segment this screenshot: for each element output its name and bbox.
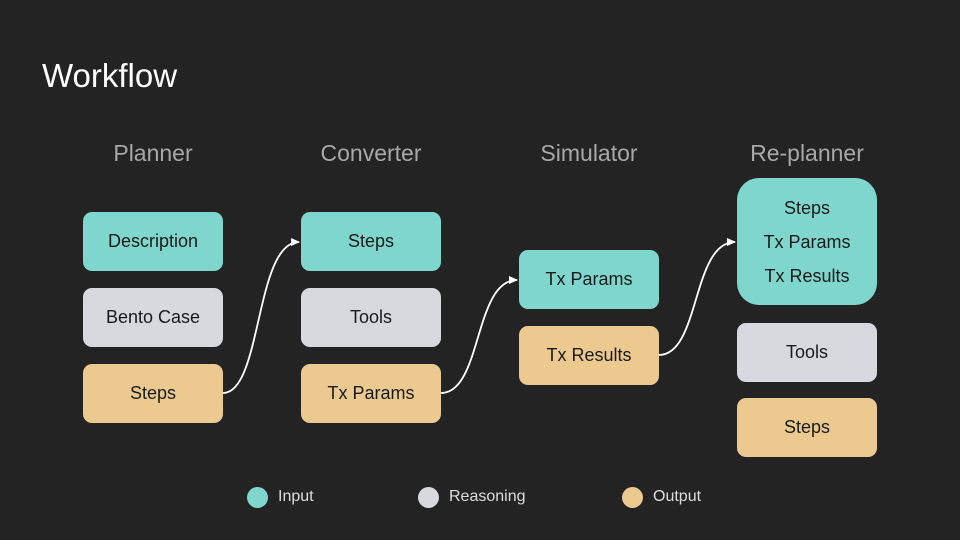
- replanner-input-tx-results: Tx Results: [764, 265, 850, 286]
- arrow-simulator-to-replanner: [658, 238, 736, 356]
- simulator-title: Simulator: [540, 140, 638, 166]
- legend-output-dot: [622, 486, 643, 508]
- converter-output-box: Tx Params: [301, 364, 441, 423]
- planner-title: Planner: [113, 140, 193, 166]
- planner-input-box: Description: [83, 212, 223, 271]
- converter-input-box: Steps: [301, 212, 441, 271]
- legend-reasoning-label: Reasoning: [449, 488, 526, 505]
- arrow-converter-to-simulator: [440, 276, 518, 394]
- replanner-reasoning-box: Tools: [737, 323, 877, 382]
- legend-input-dot: [247, 486, 268, 508]
- replanner-output-box: Steps: [737, 398, 877, 457]
- arrow-planner-to-converter: [222, 238, 300, 394]
- planner-reasoning-box: Bento Case: [83, 288, 223, 347]
- simulator-input-box: Tx Params: [519, 250, 659, 309]
- legend-output-label: Output: [653, 488, 702, 505]
- page-title: Workflow: [42, 57, 178, 94]
- converter-title: Converter: [320, 140, 422, 166]
- legend-reasoning-dot: [418, 486, 439, 508]
- converter-reasoning-box: Tools: [301, 288, 441, 347]
- legend-input-label: Input: [278, 488, 314, 505]
- simulator-output-box: Tx Results: [519, 326, 659, 385]
- replanner-input-tx-params: Tx Params: [763, 231, 851, 252]
- replanner-input-box: Steps Tx Params Tx Results: [737, 178, 877, 305]
- legend-output: Output: [622, 486, 701, 508]
- legend-input: Input: [247, 486, 314, 508]
- planner-output-box: Steps: [83, 364, 223, 423]
- replanner-input-steps: Steps: [783, 197, 831, 218]
- legend-reasoning: Reasoning: [418, 486, 526, 508]
- replanner-title: Re-planner: [750, 140, 864, 166]
